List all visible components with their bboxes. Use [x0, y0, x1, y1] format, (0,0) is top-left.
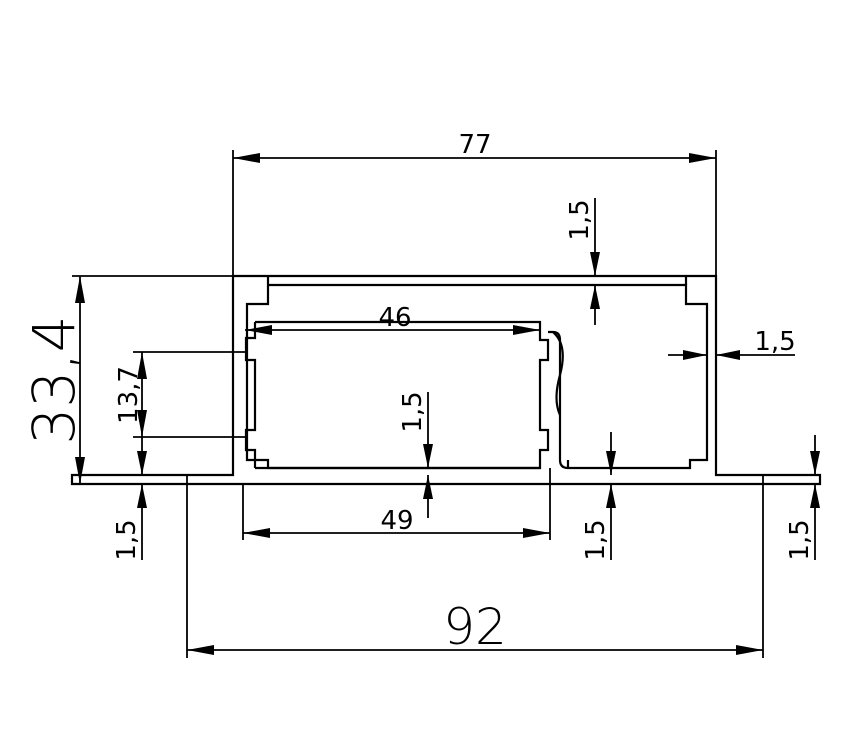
dim-flange-mid-label: 1,5	[581, 519, 611, 560]
dim-33-4-label: 33,4	[20, 315, 88, 444]
top-wall-inner	[266, 276, 688, 285]
dim-flange-right: 1,5	[785, 435, 820, 561]
dim-46-label: 46	[378, 303, 411, 333]
dim-total-width: 92	[186, 475, 764, 658]
dim-inner-width: 46	[245, 303, 540, 335]
dim-top-width: 77	[232, 130, 717, 276]
dim-inner-height: 13,7	[114, 351, 246, 438]
left-chamber	[244, 320, 550, 470]
dim-total-height: 33,4	[20, 275, 233, 484]
outer-contour	[70, 274, 822, 486]
dim-wall-mid: 1,5	[398, 391, 433, 518]
dim-inner-bottom-width: 49	[242, 468, 551, 540]
divider-wall	[552, 331, 564, 416]
dim-flange-left: 1,5	[112, 437, 147, 561]
dim-92-label: 92	[443, 598, 507, 656]
dim-wall-top-label: 1,5	[565, 199, 595, 240]
dim-wall-right-label: 1,5	[754, 327, 795, 357]
dim-13-7-label: 13,7	[114, 366, 144, 424]
main-cavity	[245, 283, 709, 470]
dim-wall-mid-label: 1,5	[398, 391, 428, 432]
dim-49-label: 49	[380, 506, 413, 536]
dim-flange-mid: 1,5	[581, 432, 616, 561]
bottom-inner	[255, 460, 570, 470]
dim-wall-top: 1,5	[565, 198, 600, 325]
dim-wall-right: 1,5	[668, 327, 796, 360]
dim-flange-right-label: 1,5	[785, 519, 815, 560]
dim-77-label: 77	[458, 130, 491, 160]
dim-flange-left-label: 1,5	[112, 519, 142, 560]
profile-outline	[70, 274, 822, 486]
